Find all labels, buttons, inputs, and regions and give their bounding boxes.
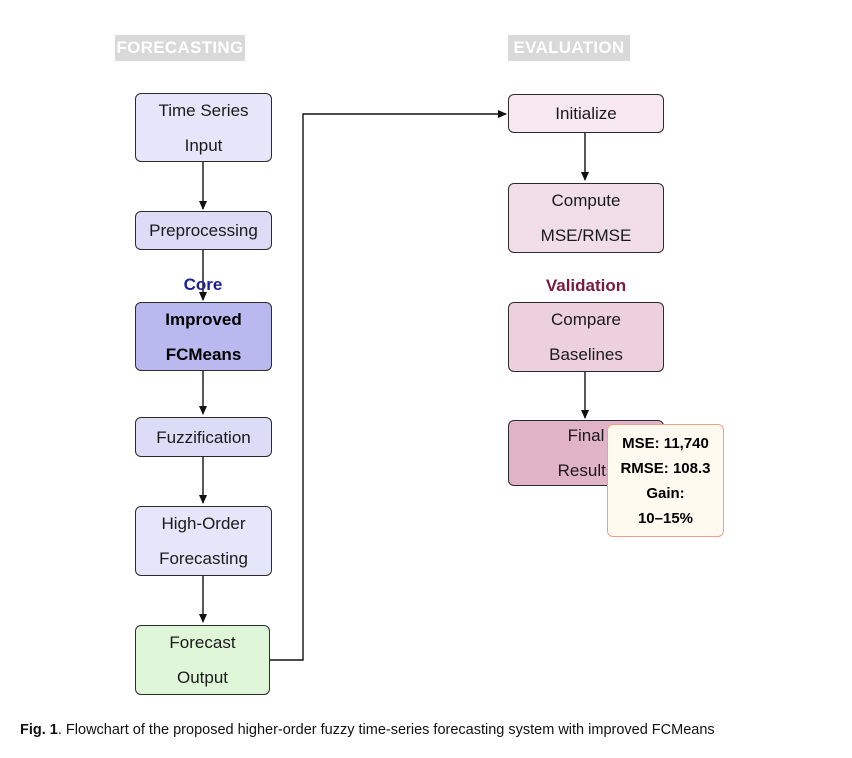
figure-label: Fig. 1 <box>20 722 58 738</box>
forecasting-header: FORECASTING <box>115 35 245 61</box>
compute-line1: Compute <box>551 191 621 210</box>
improved-fcmeans-line1: Improved <box>165 309 242 329</box>
preprocessing-node: Preprocessing <box>135 211 272 250</box>
compare-baselines-node: Compare Baselines <box>508 302 664 372</box>
preprocessing-label: Preprocessing <box>149 221 258 240</box>
fuzzification-node: Fuzzification <box>135 417 272 457</box>
time-series-input-line2: Input <box>184 135 223 155</box>
compute-line2: MSE/RMSE <box>540 226 632 245</box>
initialize-node: Initialize <box>508 94 664 133</box>
time-series-input-line1: Time Series <box>158 100 249 120</box>
validation-label: Validation <box>545 276 627 295</box>
improved-fcmeans-node: Improved FCMeans <box>135 302 272 371</box>
forecast-output-line2: Output <box>176 668 229 687</box>
figure-caption: Fig. 1. Flowchart of the proposed higher… <box>20 722 715 738</box>
final-line2: Results <box>557 461 615 480</box>
improved-fcmeans-line2: FCMeans <box>165 344 242 364</box>
forecast-output-node: Forecast Output <box>135 625 270 695</box>
high-order-forecasting-node: High-Order Forecasting <box>135 506 272 576</box>
core-label: Core <box>183 275 223 294</box>
high-order-forecasting-line1: High-Order <box>161 514 246 533</box>
time-series-input-node: Time Series Input <box>135 93 272 162</box>
fuzzification-label: Fuzzification <box>156 427 251 447</box>
caption-text: . Flowchart of the proposed higher-order… <box>57 722 715 738</box>
final-line1: Final <box>567 426 605 445</box>
gain-value: 10–15% <box>637 509 694 527</box>
high-order-forecasting-line2: Forecasting <box>159 549 248 568</box>
forecast-output-line1: Forecast <box>169 633 236 652</box>
mse-value: MSE: 11,740 <box>622 434 709 452</box>
gain-label: Gain: <box>646 484 685 502</box>
initialize-label: Initialize <box>555 104 617 123</box>
compare-line2: Baselines <box>549 345 623 364</box>
metrics-callout: MSE: 11,740 RMSE: 108.3 Gain: 10–15% <box>607 424 724 537</box>
compare-line1: Compare <box>551 310 621 329</box>
evaluation-header: EVALUATION <box>508 35 630 61</box>
arrow-output-to-initialize <box>270 110 507 661</box>
compute-mse-rmse-node: Compute MSE/RMSE <box>508 183 664 253</box>
rmse-value: RMSE: 108.3 <box>620 459 711 477</box>
